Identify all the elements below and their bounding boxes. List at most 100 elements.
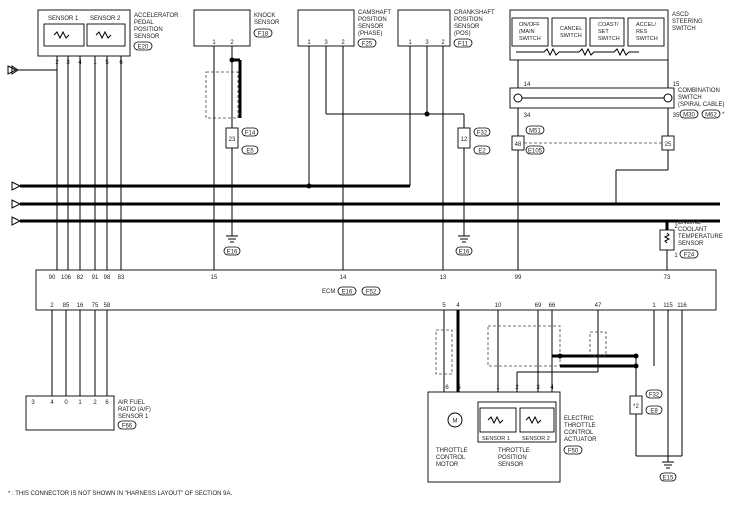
components-tps-sensor_name-0: THROTTLE bbox=[498, 448, 530, 454]
components-combo-conn_a: M51 bbox=[529, 129, 541, 135]
components-ascd-name-0: ASCD bbox=[672, 12, 689, 18]
components-knock-name-0: KNOCK bbox=[254, 13, 275, 19]
components-cmp-pins-1: 3 bbox=[324, 40, 328, 46]
air-fuel-ratio-sensor: 3 4 0 1 2 6 AIR FUEL RATIO (A/F) SENSOR … bbox=[25, 310, 151, 431]
components-cmp-name-2: SENSOR bbox=[358, 24, 384, 30]
components-af-pins-2: 0 bbox=[64, 400, 68, 406]
components-ecm-bottom_pins-1: 85 bbox=[63, 303, 70, 309]
components-ckp-pins-1: 3 bbox=[425, 40, 429, 46]
components-tps-name-1: THROTTLE bbox=[564, 423, 596, 429]
components-af-pins-1: 4 bbox=[50, 400, 54, 406]
app-name-1: ACCELERATOR bbox=[134, 13, 179, 19]
components-joint_m-pins-1: 25 bbox=[665, 142, 672, 148]
components-ecm-bottom_pins-12: 115 bbox=[663, 303, 673, 309]
components-ecm-bottom_pins-2: 16 bbox=[77, 303, 84, 309]
components-cmp-pins-0: 1 bbox=[307, 40, 311, 46]
components-combo-pins-0: 14 bbox=[524, 82, 531, 88]
joint-connector-f32-e8: *2 F32 E8 E15 bbox=[629, 310, 683, 482]
knock-sensor: KNOCK SENSOR F18 1 2 23 F14 E5 E16 bbox=[193, 9, 280, 270]
components-tps-motor_name-0: THROTTLE bbox=[436, 448, 468, 454]
components-ascd-switches-0-1: (MAIN bbox=[519, 29, 535, 35]
components-ect-conn: F24 bbox=[684, 253, 695, 259]
components-ect-name-0: ENGINE bbox=[678, 220, 701, 226]
components-ecm-bottom_pins-6: 4 bbox=[456, 303, 460, 309]
components-ckp-name-1: POSITION bbox=[454, 17, 483, 23]
ecm-module: 90 106 82 91 98 83 15 14 13 99 73 ECM E1… bbox=[35, 269, 717, 311]
components-ect-pins-1: 1 bbox=[674, 253, 678, 259]
components-af-name-0: AIR FUEL bbox=[118, 400, 146, 406]
app-name-2: PEDAL bbox=[134, 20, 154, 26]
components-af-pins-4: 2 bbox=[93, 400, 97, 406]
components-ecm-bottom_pins-10: 47 bbox=[595, 303, 602, 309]
components-ecm-bottom_pins-3: 75 bbox=[92, 303, 99, 309]
components-ect-name-1: COOLANT bbox=[678, 227, 707, 233]
components-ascd-switches-0-2: SWITCH bbox=[519, 36, 541, 42]
components-ckp-name-3: (POS) bbox=[454, 31, 471, 37]
components-ecm-top_pins-5: 83 bbox=[118, 275, 125, 281]
components-ascd-switches-3-0: ACCEL/ bbox=[636, 22, 656, 28]
ascd-steering-switch: ON/OFF (MAIN SWITCH CANCEL SWITCH COAST/… bbox=[509, 9, 703, 61]
components-ascd-switches-1-0: CANCEL bbox=[560, 26, 582, 32]
components-tps-motor_name-2: MOTOR bbox=[436, 462, 459, 468]
components-ascd-switches-3-1: RES bbox=[636, 29, 648, 35]
components-ecm-conn_a: E16 bbox=[342, 290, 353, 296]
components-ckp-pins-0: 1 bbox=[408, 40, 412, 46]
components-ecm-top_pins-8: 13 bbox=[440, 275, 447, 281]
components-combo-pins-3: 35 bbox=[673, 113, 680, 119]
components-combo-star: * bbox=[722, 112, 725, 118]
ckp-connector: F11 bbox=[458, 42, 469, 48]
components-knock-name-1: SENSOR bbox=[254, 20, 280, 26]
components-ecm-top_pins-0: 90 bbox=[49, 275, 56, 281]
components-tps-conn: F50 bbox=[568, 449, 579, 455]
ground-icon bbox=[458, 235, 470, 243]
components-tps-s2: SENSOR 2 bbox=[522, 436, 550, 442]
components-tps-sensor_name-2: SENSOR bbox=[498, 462, 524, 468]
components-joint_m-pins-0: 48 bbox=[515, 142, 522, 148]
components-cmp-name-1: POSITION bbox=[358, 17, 387, 23]
components-af-name-2: SENSOR 1 bbox=[118, 414, 149, 420]
components-ecm-bottom_pins-4: 58 bbox=[104, 303, 111, 309]
components-tps-name-2: CONTROL bbox=[564, 430, 594, 436]
components-ecm-conn_b: F52 bbox=[366, 290, 377, 296]
components-ecm-top_pins-3: 91 bbox=[92, 275, 99, 281]
components-ecm-bottom_pins-5: 5 bbox=[442, 303, 446, 309]
cmp-connector: F25 bbox=[362, 42, 373, 48]
accelerator-pedal-position-sensor: SENSOR 1 SENSOR 2 ACCELERATOR PEDAL POSI… bbox=[37, 9, 179, 66]
ground-icon bbox=[226, 235, 238, 243]
components-combo-pins-2: 34 bbox=[524, 113, 531, 119]
app-sensor1-resistor-icon bbox=[53, 30, 70, 40]
ecm-label: ECM bbox=[322, 289, 335, 295]
components-ecm-bottom_pins-13: 116 bbox=[677, 303, 687, 309]
components-ascd-switches-0-0: ON/OFF bbox=[519, 22, 540, 28]
app-name-3: POSITION bbox=[134, 27, 163, 33]
components-grounds-g3: E15 bbox=[663, 476, 674, 482]
arrow-left-icon bbox=[11, 199, 22, 209]
ascd-resistor-ladder-icon bbox=[516, 47, 639, 57]
components-ckp-pins-2: 2 bbox=[441, 40, 445, 46]
components-ecm-top_pins-7: 14 bbox=[340, 275, 347, 281]
shield-bus-lines bbox=[7, 65, 720, 226]
components-combo-name-1: SWITCH bbox=[678, 95, 702, 101]
components-combo-conn_b: M30 bbox=[683, 113, 695, 119]
components-ascd-switches-2-0: COAST/ bbox=[598, 22, 619, 28]
components-cmp-pins-2: 2 bbox=[341, 40, 345, 46]
components-joint_f14-conn_a: F14 bbox=[245, 131, 256, 137]
components-ascd-name-2: SWITCH bbox=[672, 26, 696, 32]
components-ecm-top_pins-2: 82 bbox=[77, 275, 84, 281]
components-ect-pins-0: 2 bbox=[674, 224, 678, 230]
arrow-left-icon bbox=[11, 216, 22, 226]
components-ascd-name-1: STEERING bbox=[672, 19, 703, 25]
components-tps-s1: SENSOR 1 bbox=[482, 436, 510, 442]
components-ecm-top_pins-10: 73 bbox=[664, 275, 671, 281]
components-ecm-top_pins-1: 106 bbox=[61, 275, 72, 281]
app-connector: E20 bbox=[138, 45, 149, 51]
engine-coolant-temperature-sensor: 2 1 ENGINE COOLANT TEMPERATURE SENSOR F2… bbox=[659, 220, 723, 270]
components-combo-name-0: COMBINATION bbox=[678, 88, 720, 94]
knock-connector: F18 bbox=[258, 32, 269, 38]
components-ascd-switches-2-2: SWITCH bbox=[598, 36, 620, 42]
app-name-4: SENSOR bbox=[134, 34, 160, 40]
app-sensor1-label: SENSOR 1 bbox=[48, 16, 79, 22]
app-sensor2-resistor-icon bbox=[95, 30, 112, 40]
components-ect-name-2: TEMPERATURE bbox=[678, 234, 723, 240]
